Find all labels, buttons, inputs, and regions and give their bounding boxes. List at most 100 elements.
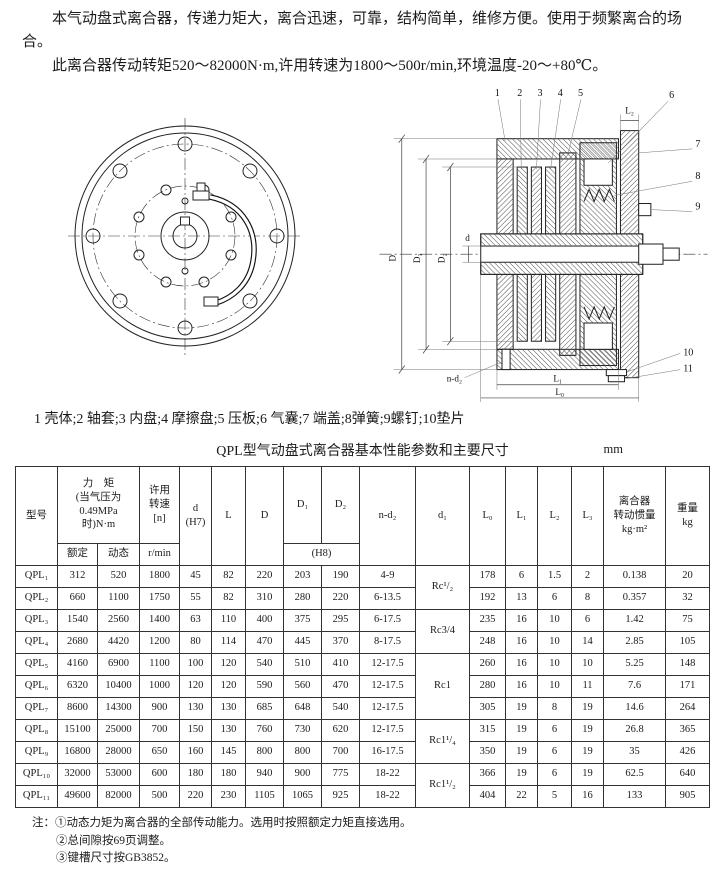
cell: 1100 [97, 586, 140, 610]
cell: 445 [283, 630, 322, 654]
col-rated: 额定 [57, 542, 98, 566]
col-h8: (H8) [283, 542, 360, 566]
cell: 2 [571, 564, 604, 588]
cell: 6-13.5 [359, 586, 416, 610]
cell: 114 [211, 630, 246, 654]
col-D1: D₁ [283, 465, 322, 544]
callout-6: 6 [669, 90, 674, 101]
dim-label-D2: D₂ [436, 253, 446, 263]
cell: 650 [139, 740, 180, 764]
cell: 32000 [57, 762, 98, 786]
dim-label-D: D [388, 254, 398, 261]
cell: 105 [665, 630, 710, 654]
footnote-3: ③键槽尺寸按GB3852。 [56, 852, 176, 865]
cell: 10 [537, 674, 572, 698]
cell: 12-17.5 [359, 718, 416, 742]
cell: 7.6 [603, 674, 666, 698]
cell: 500 [139, 784, 180, 808]
cell: 4-9 [359, 564, 416, 588]
section-body [480, 129, 680, 382]
cell: 14 [571, 630, 604, 654]
screw [638, 202, 652, 216]
cell: 264 [665, 696, 710, 720]
cell: 22 [505, 784, 538, 808]
cell: 660 [57, 586, 98, 610]
cell: 2680 [57, 630, 98, 654]
cell: 18-22 [359, 784, 416, 808]
cell: 10 [571, 652, 604, 676]
cell: 63 [179, 608, 212, 632]
cell: 260 [469, 652, 506, 676]
cell: 1750 [139, 586, 180, 610]
technical-drawings: D D₁ D₂ d [0, 78, 725, 402]
cell: 800 [245, 740, 284, 764]
callout-4: 4 [558, 88, 563, 99]
cell: 16 [505, 652, 538, 676]
cell: 295 [321, 608, 360, 632]
air-bag-cavity-bottom [583, 322, 613, 350]
callout-3: 3 [537, 88, 542, 99]
cell: 510 [283, 652, 322, 676]
spring-top [583, 187, 615, 203]
cell: 6 [571, 608, 604, 632]
table-title: QPL型气动盘式离合器基本性能参数和主要尺寸 [216, 443, 509, 459]
cell: 1000 [139, 674, 180, 698]
cell: 82 [211, 564, 246, 588]
cell: 192 [469, 586, 506, 610]
footnotes: 注：①动态力矩为离合器的全部传动能力。选用时按照额定力矩直接选用。 ②总间隙按6… [32, 815, 725, 868]
cell-d1: Rc1¹/₂ [415, 762, 470, 808]
callout-10: 10 [683, 347, 693, 358]
cell: 16-17.5 [359, 740, 416, 764]
cell: 1.5 [537, 564, 572, 588]
callout-2: 2 [517, 88, 522, 99]
cell: 145 [211, 740, 246, 764]
callout-8: 8 [695, 171, 700, 182]
cell: 280 [469, 674, 506, 698]
outer-rings [74, 125, 296, 347]
cell: 203 [283, 564, 322, 588]
cell: 5 [537, 784, 572, 808]
cell: 120 [211, 674, 246, 698]
cell: 305 [469, 696, 506, 720]
col-torque: 力 矩 (当气压为 0.49MPa 时)N·m [57, 465, 140, 544]
cell: 620 [321, 718, 360, 742]
cell-d1: Rc1¹/₄ [415, 718, 470, 764]
cell: 470 [321, 674, 360, 698]
air-bag-cavity-top [583, 158, 613, 186]
cell: 55 [179, 586, 212, 610]
col-speed-unit: r/min [139, 542, 180, 566]
col-D2: D₂ [321, 465, 360, 544]
cell: 19 [571, 696, 604, 720]
cell: 62.5 [603, 762, 666, 786]
cell: QPL₄ [15, 630, 58, 654]
cell: QPL₆ [15, 674, 58, 698]
spec-paragraph: 此离合器传动转矩520～82000N·m,许用转速为1800～500r/min,… [52, 57, 608, 74]
pipe-elbow [203, 296, 219, 307]
cell: 230 [211, 784, 246, 808]
cell: 410 [321, 652, 360, 676]
cell: 220 [179, 784, 212, 808]
cell: 14.6 [603, 696, 666, 720]
cell: 905 [665, 784, 710, 808]
dim-label-L1: L₁ [553, 373, 562, 383]
cell: 4420 [97, 630, 140, 654]
spring-bottom [583, 305, 615, 321]
outer-bolt-holes [85, 136, 285, 336]
cell: 685 [245, 696, 284, 720]
part-callouts: 1 2 3 4 5 6 7 8 9 10 11 [495, 88, 700, 379]
col-L0: L₀ [469, 465, 506, 566]
section-view-drawing: D D₁ D₂ d [379, 88, 708, 402]
cell: 18-22 [359, 762, 416, 786]
cell: 925 [321, 784, 360, 808]
cell: 220 [245, 564, 284, 588]
cell: 0.138 [603, 564, 666, 588]
cell: 171 [665, 674, 710, 698]
